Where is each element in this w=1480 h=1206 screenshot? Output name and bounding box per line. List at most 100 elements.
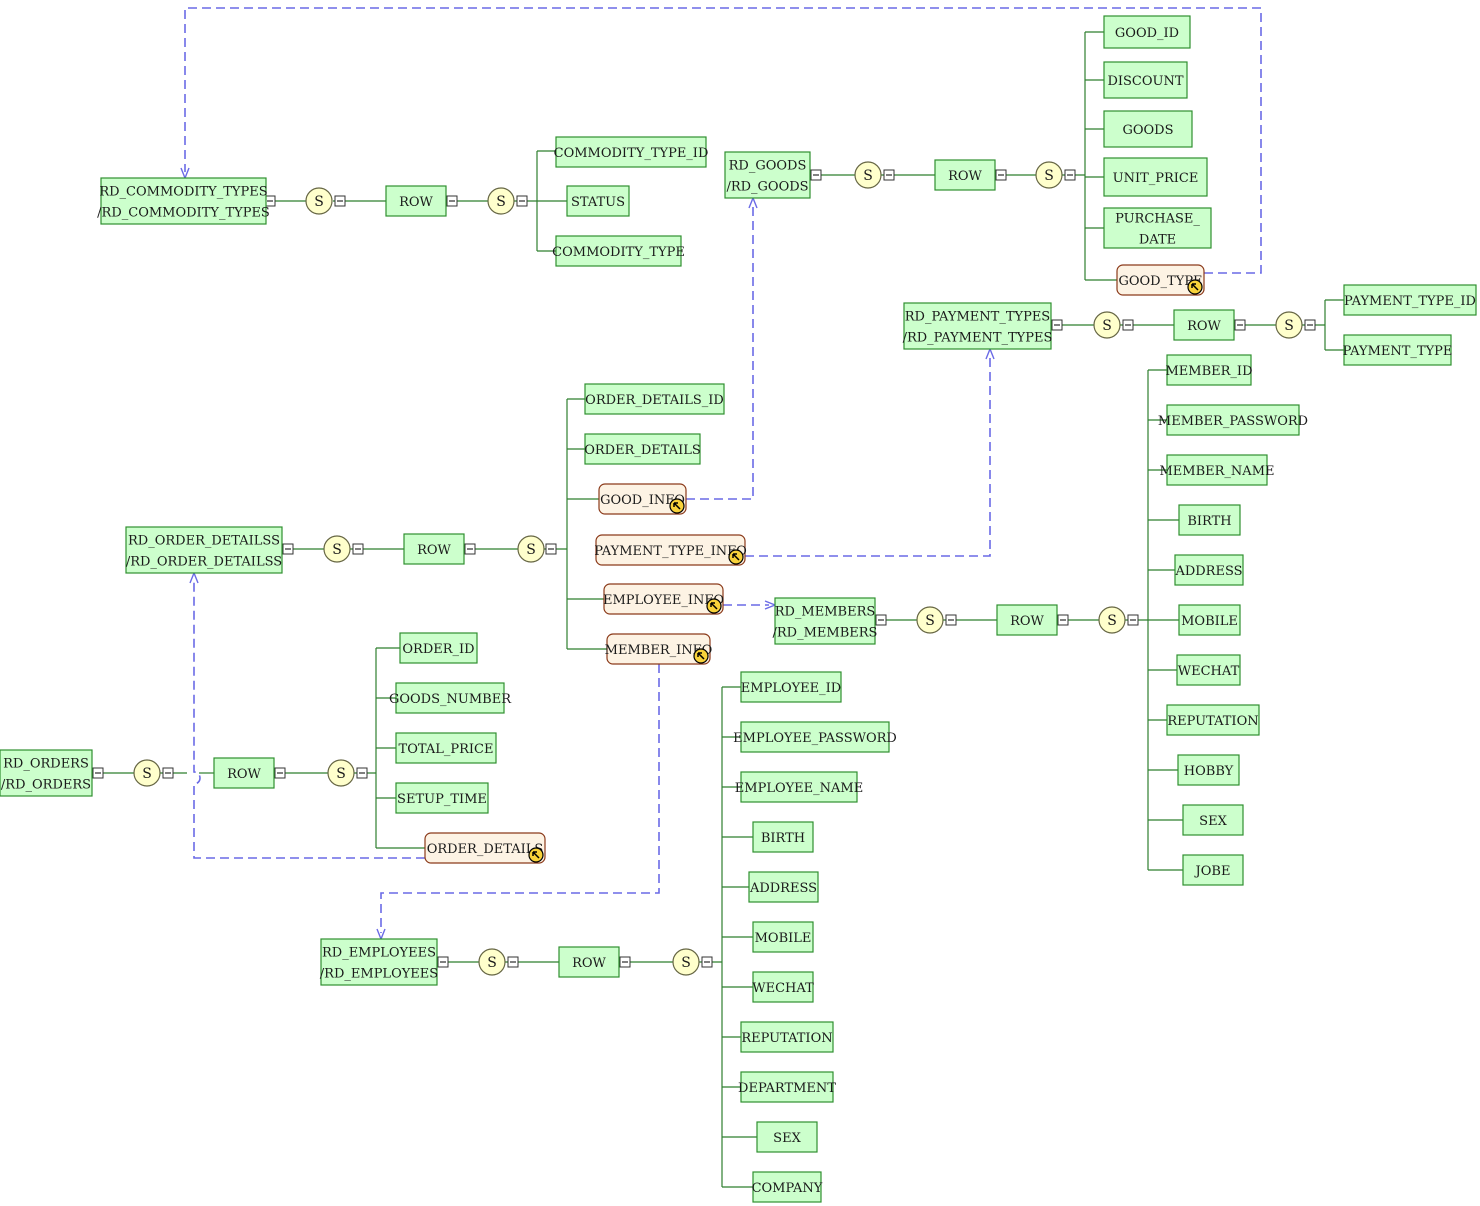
node-box[interactable] (213, 757, 275, 789)
node-box[interactable] (395, 682, 505, 714)
node-goods-number[interactable]: GOODS_NUMBER (389, 682, 512, 714)
node-department[interactable]: DEPARTMENT (738, 1071, 836, 1103)
node-box[interactable] (395, 732, 497, 764)
node-company[interactable]: COMPANY (752, 1171, 823, 1203)
node-e-reputation[interactable]: REPUTATION (740, 1021, 834, 1053)
collapse-toggle[interactable] (356, 767, 368, 779)
node-good-id[interactable]: GOOD_ID (1103, 15, 1191, 49)
node-m-wechat[interactable]: WECHAT (1176, 654, 1241, 686)
sequence-circle[interactable] (1098, 606, 1126, 634)
node-member-password[interactable]: MEMBER_PASSWORD (1158, 404, 1308, 436)
node-e-birth[interactable]: BIRTH (752, 821, 814, 853)
node-e-sex[interactable]: SEX (756, 1121, 818, 1153)
collapse-toggle[interactable] (274, 767, 286, 779)
node-box[interactable] (1103, 110, 1193, 148)
node-order-id[interactable]: ORDER_ID (399, 632, 478, 664)
node-row-commodity[interactable]: ROW (385, 185, 447, 217)
collapse-toggle[interactable] (810, 169, 822, 181)
node-box[interactable] (558, 946, 620, 978)
node-member-name[interactable]: MEMBER_NAME (1159, 454, 1275, 486)
sequence-node-goods-cols[interactable]: S (1035, 161, 1063, 189)
collapse-toggle[interactable] (875, 614, 887, 626)
sequence-node-orders-cols[interactable]: S (327, 759, 355, 787)
node-box[interactable] (996, 604, 1058, 636)
sequence-circle[interactable] (323, 535, 351, 563)
sequence-circle[interactable] (1093, 311, 1121, 339)
node-box[interactable] (1174, 554, 1244, 586)
node-box[interactable] (403, 533, 465, 565)
node-box[interactable] (1116, 264, 1205, 296)
node-box[interactable] (1166, 404, 1300, 436)
node-box[interactable] (1103, 207, 1212, 249)
sequence-circle[interactable] (672, 948, 700, 976)
node-box[interactable] (774, 597, 876, 645)
reference-node-good-type[interactable]: GOOD_TYPE (1116, 264, 1205, 296)
node-employee-password[interactable]: EMPLOYEE_PASSWORD (733, 721, 897, 753)
node-box[interactable] (320, 938, 438, 986)
sequence-circle[interactable] (305, 187, 333, 215)
node-box[interactable] (740, 671, 842, 703)
node-box[interactable] (752, 821, 814, 853)
node-box[interactable] (724, 151, 811, 199)
sequence-circle[interactable] (916, 606, 944, 634)
link-arrow-icon[interactable] (728, 549, 744, 565)
node-box[interactable] (555, 235, 682, 267)
collapse-toggle[interactable] (446, 195, 458, 207)
collapse-toggle[interactable] (1064, 169, 1076, 181)
node-box[interactable] (1182, 804, 1244, 836)
node-box[interactable] (1176, 654, 1241, 686)
sequence-node-commodity-cols[interactable]: S (487, 187, 515, 215)
collapse-toggle[interactable] (1122, 319, 1134, 331)
node-box[interactable] (1103, 157, 1208, 197)
node-m-sex[interactable]: SEX (1182, 804, 1244, 836)
node-box[interactable] (1177, 754, 1240, 786)
collapse-toggle[interactable] (619, 956, 631, 968)
sequence-node-members-cols[interactable]: S (1098, 606, 1126, 634)
node-box[interactable] (1343, 284, 1477, 316)
node-row-goods[interactable]: ROW (934, 159, 996, 191)
collapse-toggle[interactable] (545, 543, 557, 555)
node-box[interactable] (595, 534, 746, 566)
node-rd-employees[interactable]: RD_EMPLOYEES/RD_EMPLOYEES (320, 938, 438, 986)
sequence-node-employees-cols[interactable]: S (672, 948, 700, 976)
sequence-node-details-cols[interactable]: S (517, 535, 545, 563)
node-box[interactable] (566, 185, 630, 217)
node-commodity-type[interactable]: COMMODITY_TYPE (552, 235, 685, 267)
node-box[interactable] (752, 971, 814, 1003)
reference-node-payment-type-info[interactable]: PAYMENT_TYPE_INFO (594, 534, 747, 566)
node-m-birth[interactable]: BIRTH (1178, 504, 1241, 536)
node-e-address[interactable]: ADDRESS (748, 871, 819, 903)
node-employee-id[interactable]: EMPLOYEE_ID (740, 671, 842, 703)
link-arrow-icon[interactable] (1187, 279, 1203, 295)
node-order-details-id[interactable]: ORDER_DETAILS_ID (584, 383, 725, 415)
sequence-circle[interactable] (517, 535, 545, 563)
node-box[interactable] (740, 1071, 834, 1103)
node-box[interactable] (606, 633, 711, 665)
node-unit-price[interactable]: UNIT_PRICE (1103, 157, 1208, 197)
sequence-circle[interactable] (1275, 311, 1303, 339)
collapse-toggle[interactable] (334, 195, 346, 207)
node-rd-orders[interactable]: RD_ORDERS/RD_ORDERS (0, 749, 93, 797)
collapse-toggle[interactable] (282, 543, 294, 555)
node-box[interactable] (385, 185, 447, 217)
sequence-node-employees[interactable]: S (478, 948, 506, 976)
link-arrow-icon[interactable] (706, 598, 722, 614)
node-box[interactable] (740, 1021, 834, 1053)
link-arrow-icon[interactable] (528, 847, 544, 863)
link-arrow-icon[interactable] (669, 498, 685, 514)
collapse-toggle[interactable] (701, 956, 713, 968)
node-box[interactable] (740, 771, 858, 803)
node-m-mobile[interactable]: MOBILE (1178, 604, 1241, 636)
node-order-details-col[interactable]: ORDER_DETAILS (584, 433, 701, 465)
node-box[interactable] (584, 433, 701, 465)
sequence-node-members[interactable]: S (916, 606, 944, 634)
node-box[interactable] (399, 632, 478, 664)
reference-node-order-details-ref[interactable]: ORDER_DETAILS (424, 832, 546, 864)
node-rd-order-detailss[interactable]: RD_ORDER_DETAILSS/RD_ORDER_DETAILSS (125, 526, 283, 574)
sequence-circle[interactable] (327, 759, 355, 787)
node-box[interactable] (395, 782, 489, 814)
collapse-toggle[interactable] (162, 767, 174, 779)
node-row-payment[interactable]: ROW (1173, 309, 1235, 341)
node-box[interactable] (1166, 704, 1260, 736)
node-box[interactable] (1103, 61, 1188, 99)
